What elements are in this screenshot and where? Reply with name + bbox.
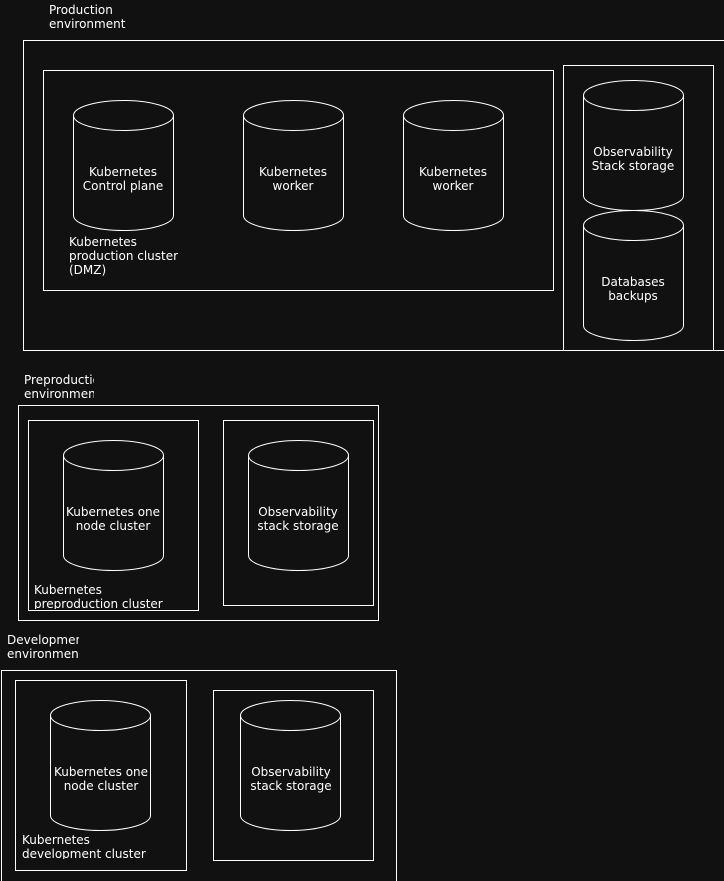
preproduction-storage-box: [223, 420, 374, 606]
production-environment-title: Production environment: [49, 3, 126, 31]
preprod-observability-storage: Observability stack storage: [257, 505, 339, 533]
production-cluster-box: [43, 70, 554, 291]
preproduction-environment-box: [18, 405, 379, 621]
dev-node-cylinder: [50, 700, 151, 831]
preproduction-cluster-box: [28, 420, 199, 611]
prod-databases-backups: Databases backups: [601, 275, 665, 303]
development-cluster-box: [15, 680, 187, 871]
dev-one-node-cluster: Kubernetes one node cluster: [53, 765, 149, 793]
production-storage-box: [563, 65, 714, 351]
preprod-one-node-cluster: Kubernetes one node cluster: [65, 505, 161, 533]
dev-observability-storage: Observability stack storage: [250, 765, 332, 793]
prod-observability-cylinder: [583, 80, 684, 211]
production-environment-box: [23, 40, 724, 351]
development-storage-box: [213, 690, 374, 861]
production-cluster-label: Kubernetes production cluster (DMZ): [69, 235, 179, 277]
prod-worker-node-2: Kubernetes worker: [419, 165, 487, 193]
prod-control-plane-node: Kubernetes Control plane: [82, 165, 164, 193]
prod-worker-1-cylinder: [243, 100, 344, 231]
dev-observability-cylinder: [240, 700, 341, 831]
development-environment-title: Development environment: [7, 633, 79, 661]
prod-worker-node-1: Kubernetes worker: [259, 165, 327, 193]
preproduction-environment-title: Preproductio environment: [24, 373, 94, 401]
prod-observability-storage: Observability Stack storage: [591, 145, 675, 173]
preprod-observability-cylinder: [248, 440, 349, 571]
prod-backups-cylinder: [583, 210, 684, 341]
prod-worker-2-cylinder: [403, 100, 504, 231]
prod-control-plane-cylinder: [73, 100, 174, 231]
preproduction-cluster-label: Kubernetes preproduction cluster: [34, 583, 163, 609]
development-cluster-label: Kubernetes development cluster: [22, 833, 146, 859]
preprod-node-cylinder: [63, 440, 164, 571]
development-environment-box: [1, 670, 397, 881]
